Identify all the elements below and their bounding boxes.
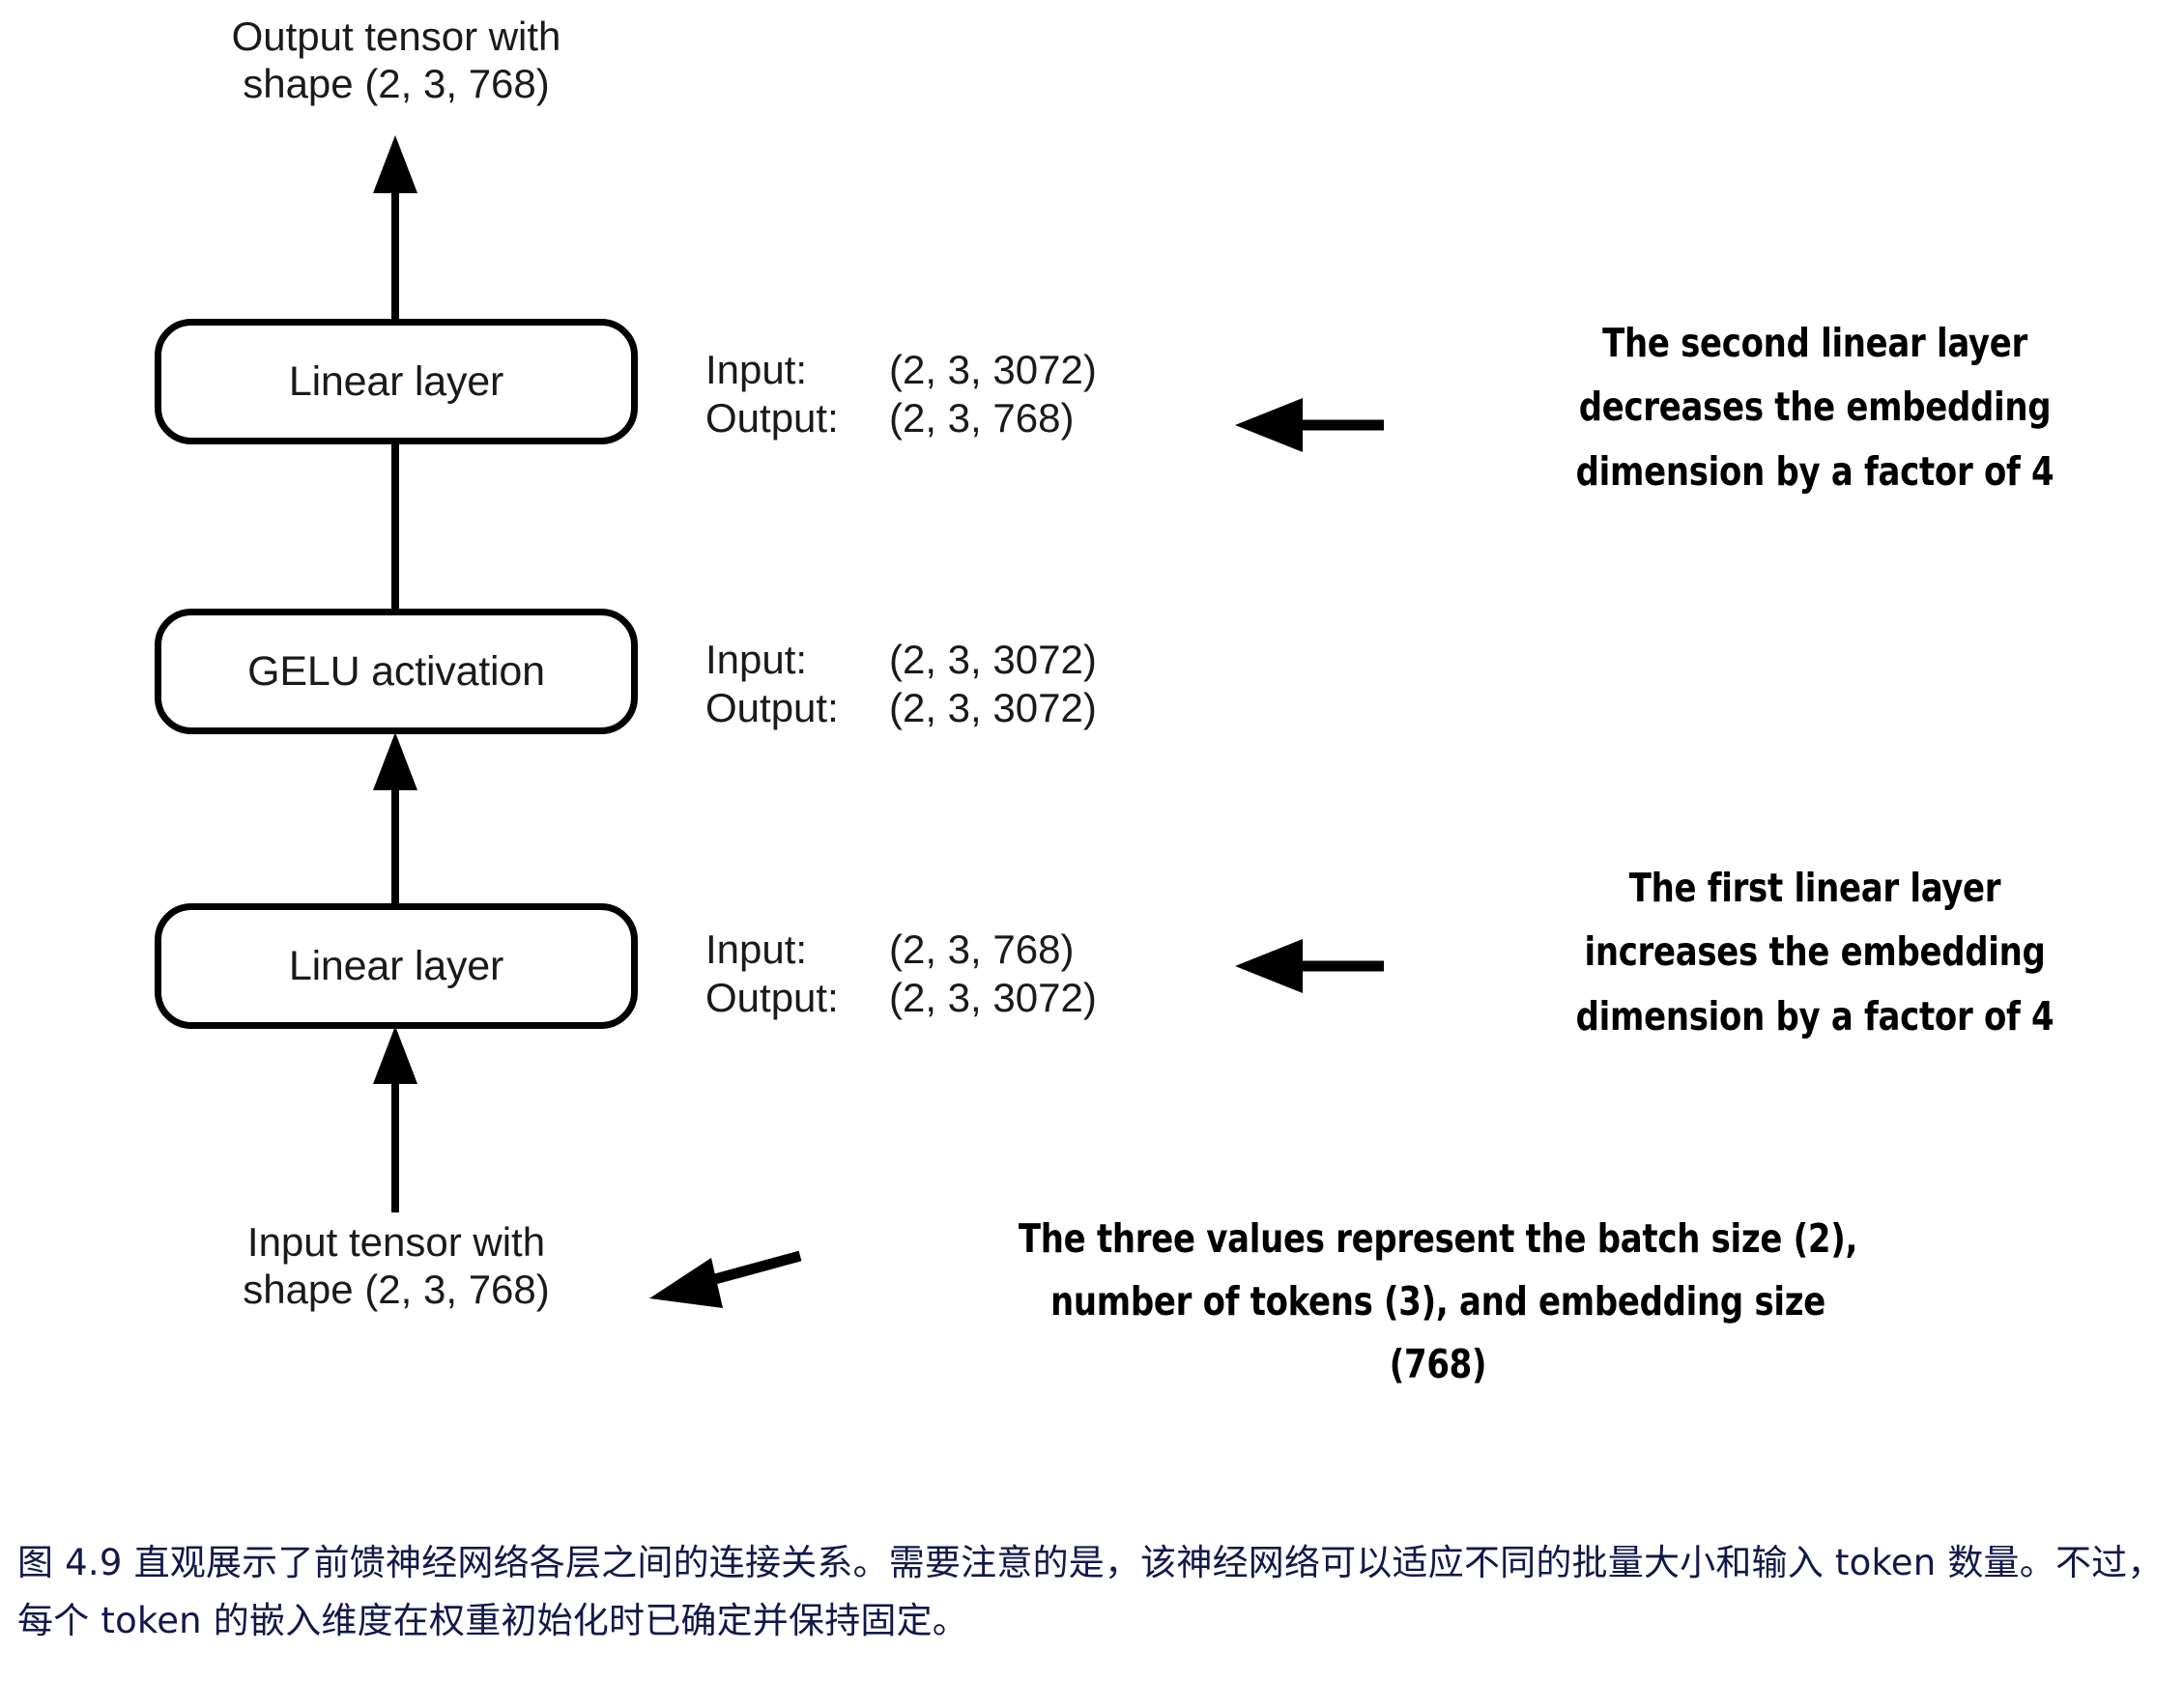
io-input-row: Input: (2, 3, 3072) bbox=[705, 636, 1097, 684]
block-label: GELU activation bbox=[247, 647, 545, 695]
io-gelu-activation: Input: (2, 3, 3072) Output: (2, 3, 3072) bbox=[705, 636, 1097, 733]
arrow-input-to-linear1 bbox=[373, 1026, 417, 1212]
block-label: Linear layer bbox=[288, 357, 504, 405]
io-linear-layer-second: Input: (2, 3, 3072) Output: (2, 3, 768) bbox=[705, 346, 1097, 443]
io-output-row: Output: (2, 3, 3072) bbox=[705, 684, 1097, 732]
annotation-arrow-first-linear bbox=[1235, 939, 1384, 993]
input-tensor-caption: Input tensor with shape (2, 3, 768) bbox=[243, 1219, 550, 1312]
io-output-value: (2, 3, 3072) bbox=[889, 975, 1097, 1021]
io-output-value: (2, 3, 3072) bbox=[889, 685, 1097, 731]
annotation-three-values: The three values represent the batch siz… bbox=[1018, 1215, 1858, 1387]
arrow-linear1-to-gelu bbox=[373, 732, 417, 903]
io-input-key: Input: bbox=[705, 637, 808, 682]
annotation-second-linear-layer: The second linear layer decreases the em… bbox=[1575, 320, 2055, 495]
io-input-value: (2, 3, 3072) bbox=[889, 637, 1097, 682]
io-output-row: Output: (2, 3, 3072) bbox=[705, 974, 1097, 1022]
io-input-value: (2, 3, 3072) bbox=[889, 347, 1097, 392]
io-output-key: Output: bbox=[705, 395, 839, 442]
io-input-key: Input: bbox=[705, 347, 808, 392]
output-tensor-caption: Output tensor with shape (2, 3, 768) bbox=[231, 14, 561, 106]
io-input-row: Input: (2, 3, 768) bbox=[705, 926, 1097, 974]
annotation-first-linear-layer: The first linear layer increases the emb… bbox=[1575, 865, 2055, 1040]
io-input-key: Input: bbox=[705, 926, 808, 972]
arrow-output bbox=[373, 135, 417, 319]
block-linear-layer-first[interactable]: Linear layer bbox=[155, 903, 638, 1029]
io-output-key: Output: bbox=[705, 975, 839, 1021]
io-input-row: Input: (2, 3, 3072) bbox=[705, 346, 1097, 394]
io-linear-layer-first: Input: (2, 3, 768) Output: (2, 3, 3072) bbox=[705, 926, 1097, 1023]
block-label: Linear layer bbox=[288, 942, 504, 989]
io-output-key: Output: bbox=[705, 685, 839, 731]
annotation-arrow-second-linear bbox=[1235, 398, 1384, 452]
io-output-row: Output: (2, 3, 768) bbox=[705, 394, 1097, 442]
block-linear-layer-second[interactable]: Linear layer bbox=[155, 319, 638, 444]
block-gelu-activation[interactable]: GELU activation bbox=[155, 609, 638, 734]
figure-caption: 图 4.9 直观展示了前馈神经网络各层之间的连接关系。需要注意的是，该神经网络可… bbox=[17, 1542, 2164, 1641]
io-input-value: (2, 3, 768) bbox=[889, 926, 1075, 972]
io-output-value: (2, 3, 768) bbox=[889, 395, 1075, 442]
